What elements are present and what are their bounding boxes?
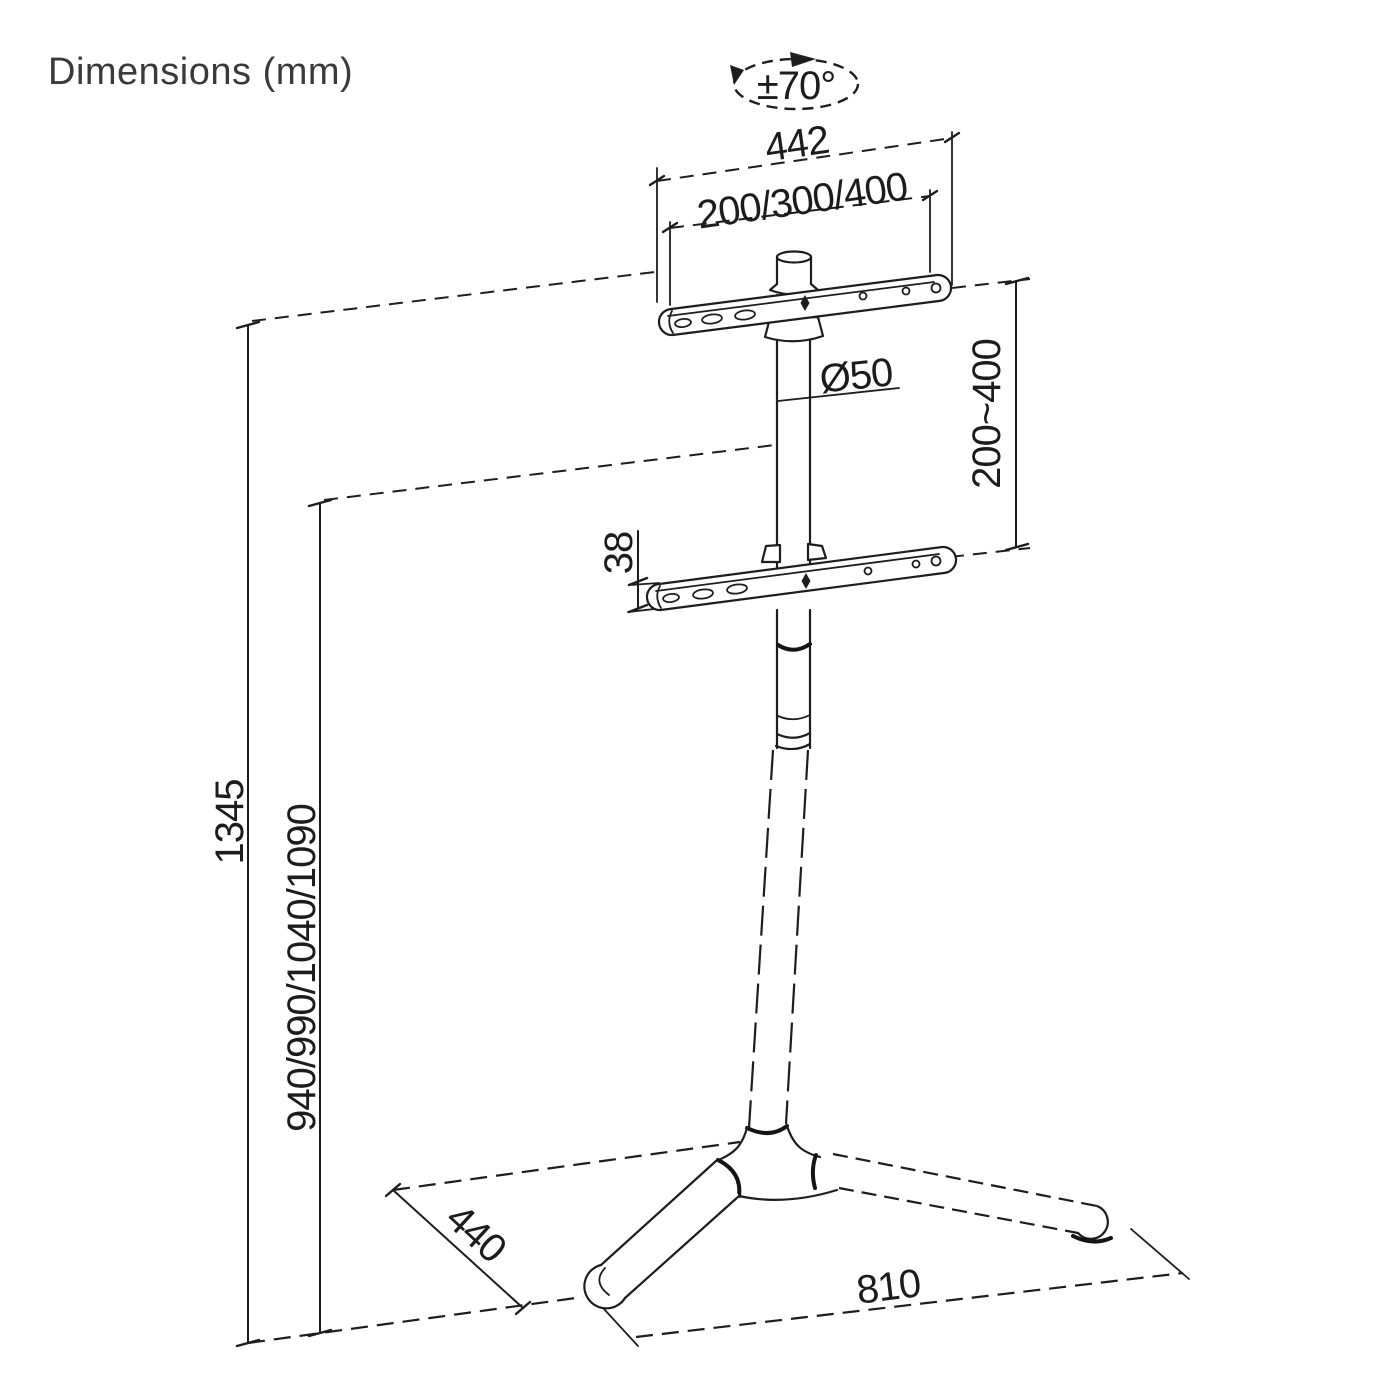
dim-810-line [635,1271,1184,1339]
dim-range-ext-top [951,278,1031,289]
labels: Dimensions (mm) ±70° 442 200/300/400 Ø50… [48,51,1009,1313]
dim-screen-heights-label: 940/990/1040/1090 [280,804,324,1132]
dim-base-depth-label: 440 [437,1196,514,1272]
dim-1345-ext-top [251,270,664,322]
dim-vesa-pattern-label: 200/300/400 [694,164,910,237]
lower-bracket-clamp [760,542,828,564]
rotation-arrowhead-left-icon [730,65,744,85]
base-floor-line-left [247,1295,584,1345]
dimension-lines [235,52,1190,1348]
center-hole-diamond [800,295,810,311]
page-title: Dimensions (mm) [48,51,353,93]
pole-lower [747,749,810,1129]
dim-pole-diameter-label: Ø50 [818,350,895,401]
pole-top-cap [768,250,820,296]
dim-442-line [656,137,953,182]
rotation-arrowhead-right-icon [790,52,816,67]
dim-heights-ext-top [323,444,776,501]
dim-bracket-width-label: 442 [762,118,831,170]
base-hub [714,1124,839,1201]
top-vesa-bracket [657,273,953,337]
base-back-edge-line [392,1140,741,1192]
dim-810-ext-right [1130,1228,1190,1280]
dim-vesa-height-range-label: 200~400 [965,339,1009,489]
top-bracket-collar [763,315,825,343]
base-left-leg [583,1159,741,1310]
dim-bracket-thickness-label: 38 [597,532,641,575]
tv-stand-drawing [583,250,1113,1310]
lower-vesa-bracket [645,545,958,612]
dim-440-line [392,1189,524,1309]
rotation-range-label: ±70° [757,64,835,108]
base-right-leg [832,1152,1113,1244]
pole-upper [775,293,812,582]
pole-mid [774,608,812,751]
dim-range-ext-bottom [949,547,1031,558]
dim-base-width-label: 810 [854,1261,923,1312]
dim-total-height-label: 1345 [208,780,252,865]
dim-diameter-leader [777,387,900,402]
rotation-arrow-ellipse [732,57,860,111]
dim-vesa-line [669,195,931,229]
